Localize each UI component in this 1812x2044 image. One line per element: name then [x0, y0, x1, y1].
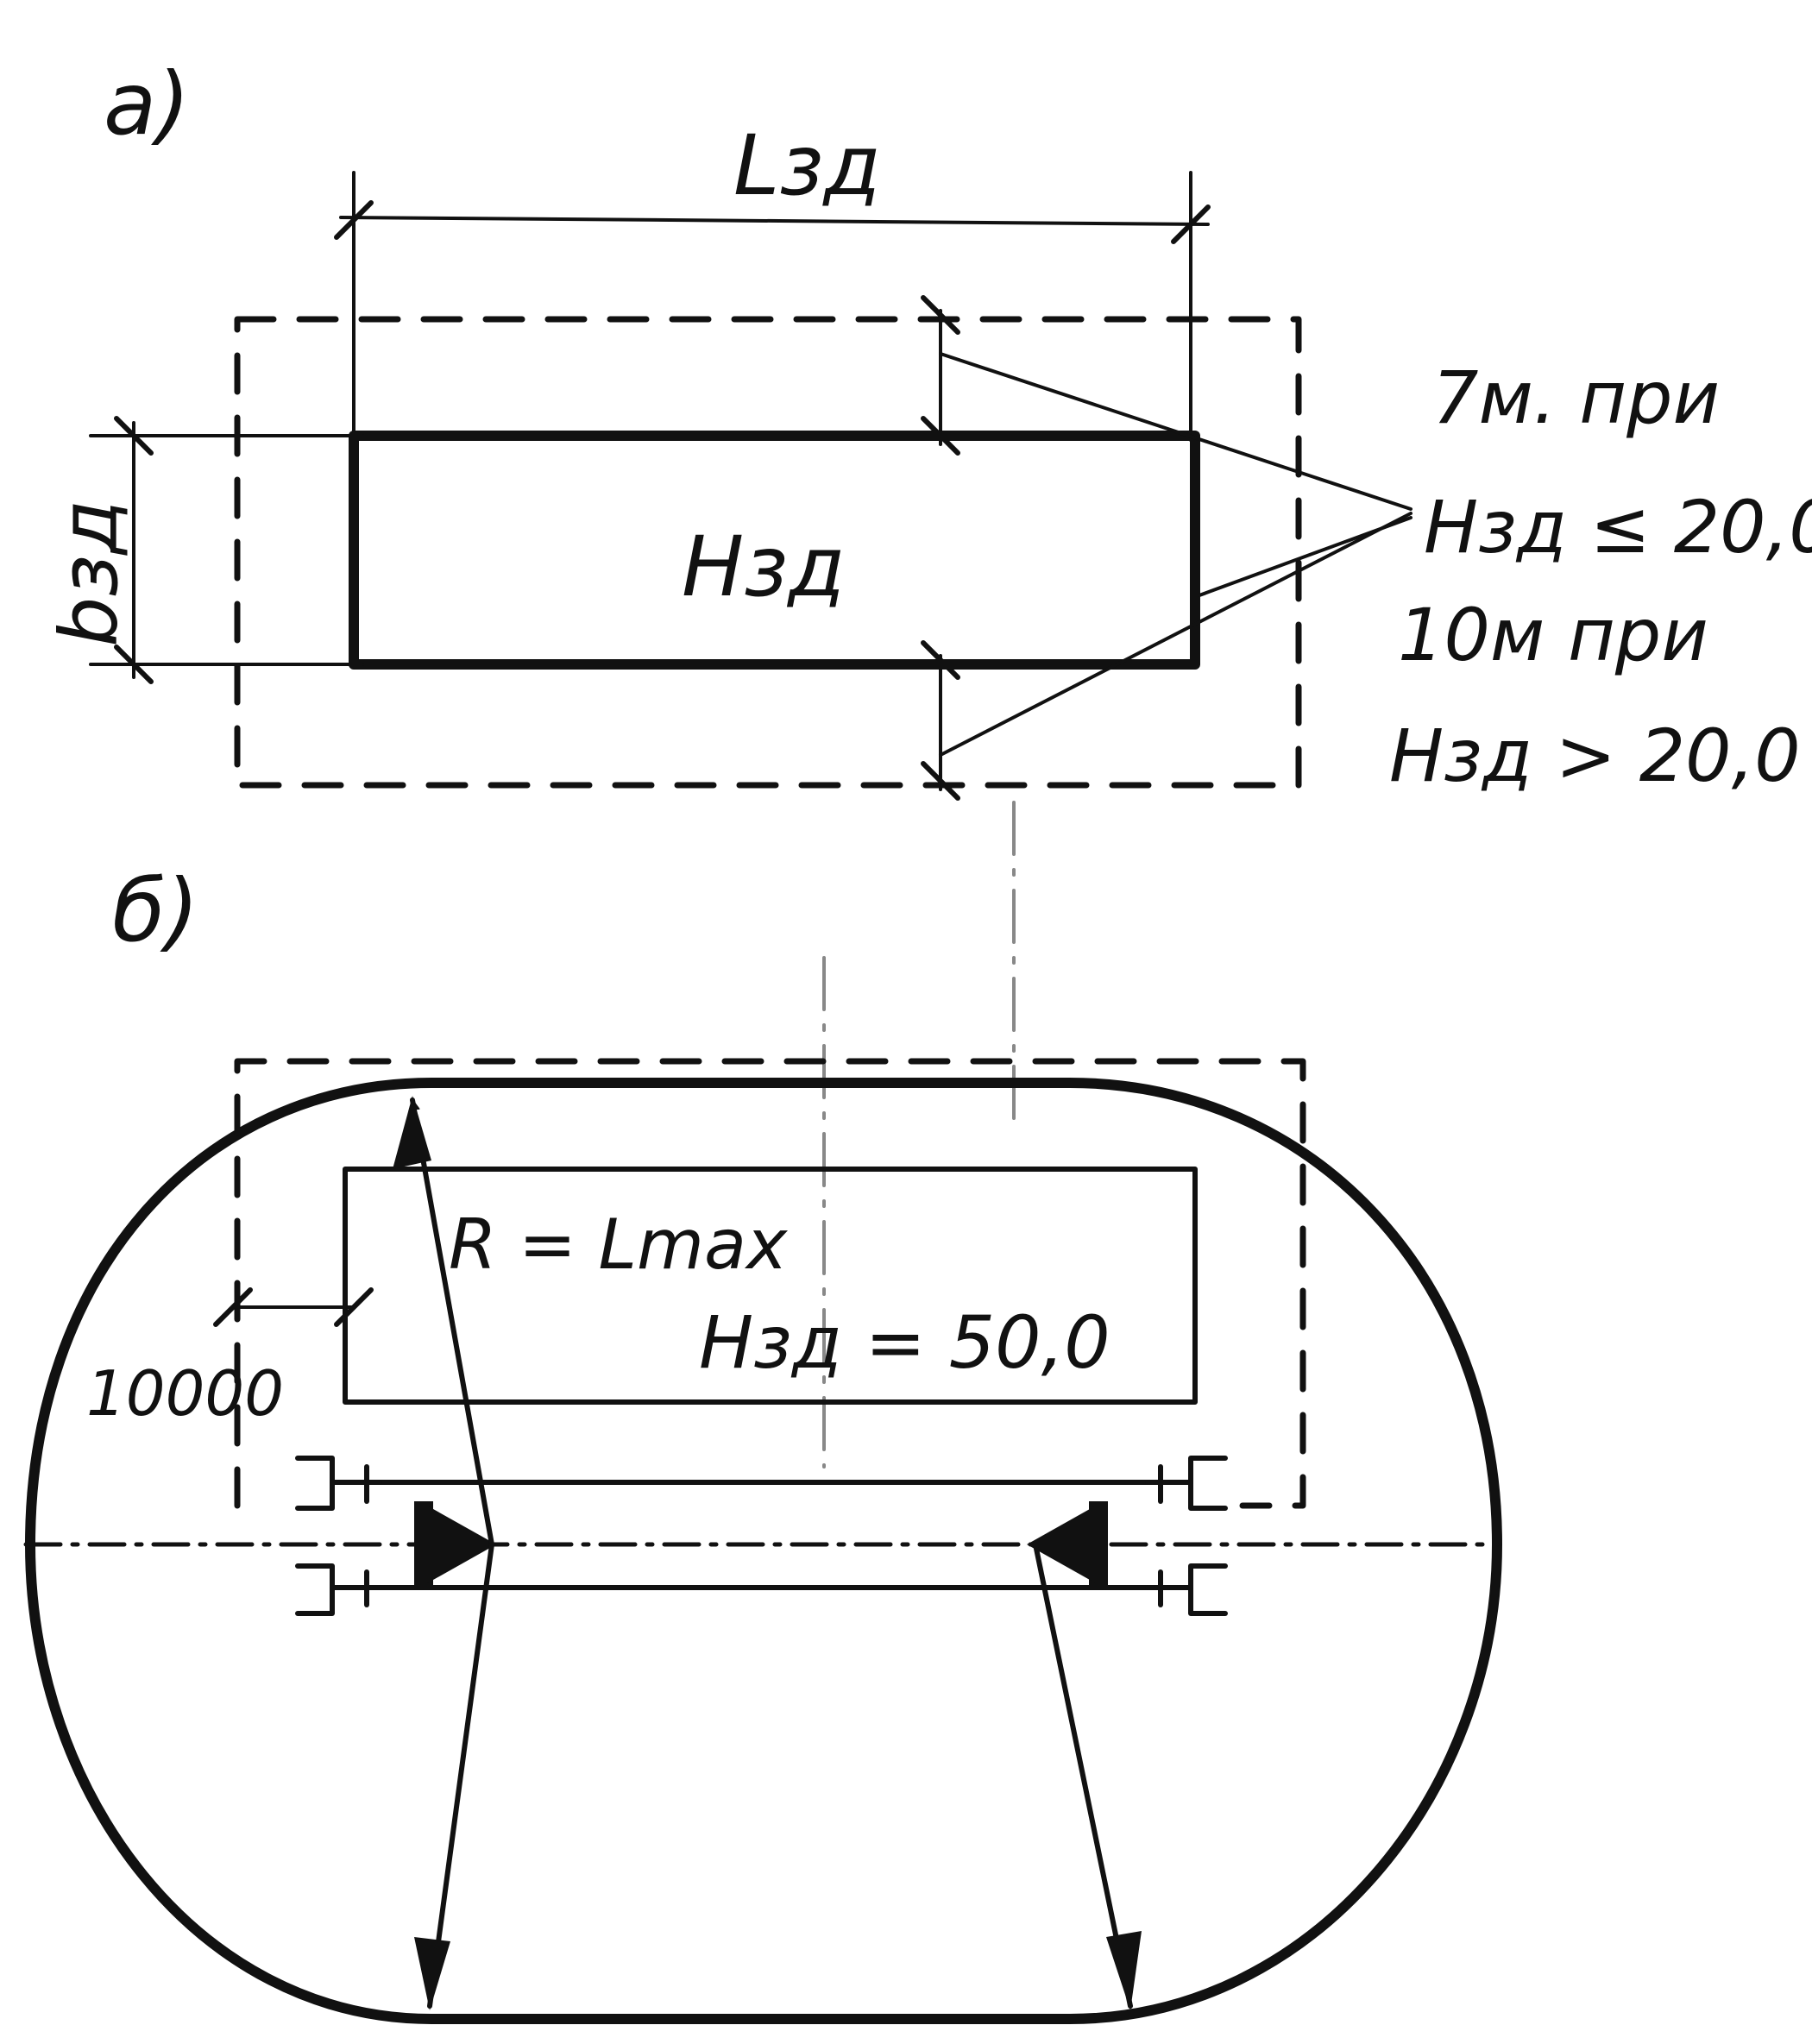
diagram-a: а) Lзд Hзд bзд 7м. при Hзд ≤ 20,0	[43, 53, 1812, 801]
offset-tick-left	[213, 1287, 253, 1327]
radius-arrow-down-right	[1033, 1542, 1133, 2009]
track-stop-bottom-right	[1188, 1563, 1228, 1616]
diagram-a-label: а)	[104, 53, 190, 154]
note-line-2: Hзд ≤ 20,0	[1424, 485, 1812, 569]
building-footprint	[349, 431, 1200, 670]
building-height-label: Hзд	[682, 519, 846, 615]
note-line-1: 7м. при	[1432, 355, 1720, 440]
crane-right-triangle	[1027, 1506, 1096, 1583]
track-stop-top-left	[295, 1456, 335, 1511]
radius-label: R = Lmax	[449, 1204, 789, 1285]
danger-zone-outline	[234, 1058, 1306, 1509]
offset-dimension-label: 10000	[86, 1357, 284, 1430]
radius-arrowhead-down-right	[1106, 1931, 1142, 2010]
track-stop-top-right	[1188, 1456, 1228, 1511]
offset-zone-outline	[234, 316, 1302, 789]
width-tick-bottom	[114, 645, 154, 684]
length-dimension-line	[339, 216, 1210, 226]
length-dimension-label: Lзд	[733, 117, 881, 214]
leader-line-middle	[1198, 516, 1412, 597]
offset-tick-top-b	[921, 416, 960, 456]
diagram-b: б) R = Lmax Hзд = 50,0 10000	[23, 801, 1502, 2024]
radius-arrow-up	[408, 1097, 494, 1547]
crane-reach-zone	[25, 1078, 1502, 2024]
radius-arrowhead-up	[393, 1096, 431, 1169]
radius-arrow-down-left	[427, 1542, 494, 2009]
length-tick-right	[1171, 204, 1211, 244]
building-height-note: Hзд = 50,0	[699, 1300, 1110, 1385]
note-line-4: Hзд > 20,0	[1389, 714, 1801, 798]
width-tick-top	[114, 416, 154, 456]
track-stop-bottom-left	[295, 1563, 335, 1616]
diagram-b-label: б)	[112, 860, 199, 961]
crane-left-triangle	[427, 1506, 496, 1583]
offset-tick-top-a	[921, 295, 960, 335]
leader-line-bottom	[939, 512, 1412, 757]
leader-line-top	[939, 352, 1412, 511]
offset-tick-bottom-b	[921, 761, 960, 801]
note-line-3: 10м при	[1398, 593, 1708, 677]
building-outline	[343, 1167, 1198, 1405]
offset-tick-bottom-a	[921, 640, 960, 680]
radius-arrowhead-down-left	[414, 1937, 450, 2010]
offset-tick-right	[334, 1287, 374, 1327]
width-dimension-label: bзд	[43, 500, 135, 647]
length-tick-left	[334, 200, 374, 240]
